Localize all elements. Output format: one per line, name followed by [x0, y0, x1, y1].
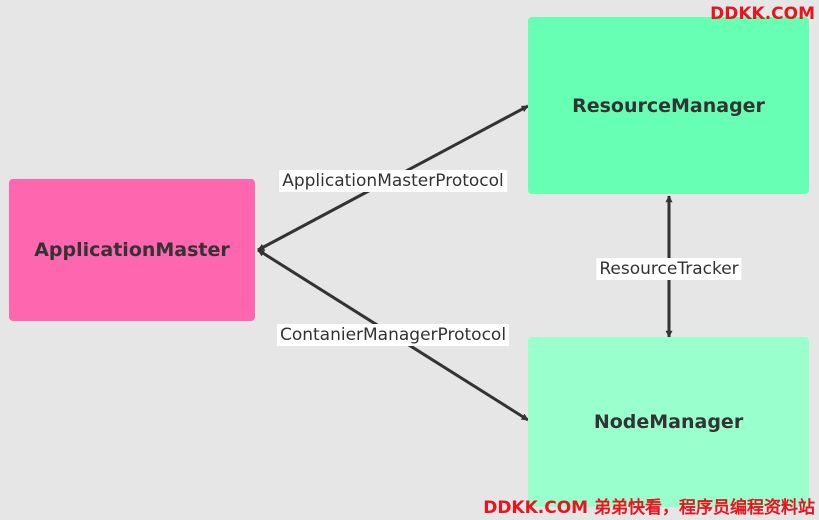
application-master-node: ApplicationMaster	[9, 179, 255, 321]
node-manager-label: NodeManager	[593, 411, 744, 433]
watermark-bottom: DDKK.COM 弟弟快看，程序员编程资料站	[483, 498, 815, 518]
watermark-top: DDKK.COM	[710, 4, 815, 24]
node-manager-node: NodeManager	[528, 337, 809, 507]
resource-manager-label: ResourceManager	[572, 94, 765, 117]
edge-label-resource-tracker: ResourceTracker	[596, 258, 742, 280]
edge-label-container-manager-protocol: ContanierManagerProtocol	[276, 324, 510, 346]
edge-label-application-master-protocol: ApplicationMasterProtocol	[279, 170, 507, 192]
resource-manager-node: ResourceManager	[528, 17, 809, 194]
application-master-label: ApplicationMaster	[34, 239, 230, 261]
